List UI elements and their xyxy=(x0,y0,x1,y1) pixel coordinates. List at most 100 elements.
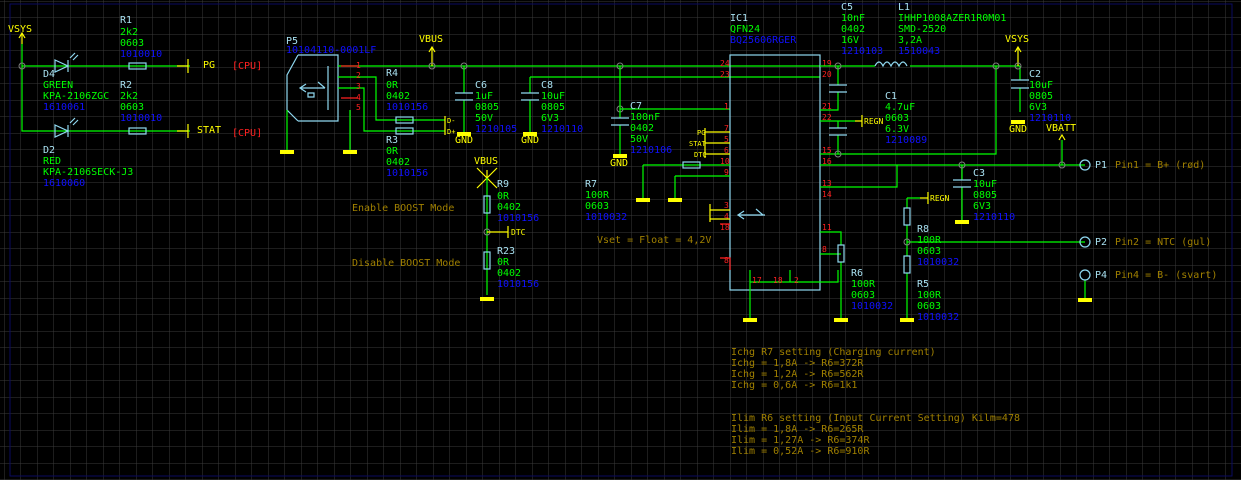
svg-text:C6: C6 xyxy=(475,80,487,91)
note-ichg: Ichg R7 setting (Charging current) Ichg =… xyxy=(731,347,936,391)
svg-text:10nF: 10nF xyxy=(841,13,865,24)
net-label-regn: REGN xyxy=(864,117,883,126)
svg-text:6.3V: 6.3V xyxy=(885,124,909,135)
svg-text:0603: 0603 xyxy=(851,290,875,301)
svg-text:R4: R4 xyxy=(386,68,398,79)
svg-text:0R: 0R xyxy=(497,257,510,268)
net-label-stat-ic: STAT xyxy=(689,140,707,148)
svg-text:8: 8 xyxy=(724,256,729,265)
svg-text:0603: 0603 xyxy=(885,113,909,124)
capacitor-c8-icon[interactable] xyxy=(521,76,820,136)
resistor-r7-icon[interactable] xyxy=(682,161,701,169)
usb-icon xyxy=(736,208,765,220)
sheet-border xyxy=(9,3,1233,477)
svg-text:18: 18 xyxy=(720,223,730,232)
resistor-r9-icon[interactable] xyxy=(483,195,491,214)
svg-text:0402: 0402 xyxy=(841,24,865,35)
usb-connector-p5[interactable] xyxy=(280,54,820,154)
svg-text:15: 15 xyxy=(822,146,832,155)
svg-text:10uF: 10uF xyxy=(541,91,565,102)
svg-text:17: 17 xyxy=(752,276,762,285)
svg-text:R2: R2 xyxy=(120,80,132,91)
svg-text:1010010: 1010010 xyxy=(120,113,162,124)
svg-text:Ichg R7 setting (Charging curr: Ichg R7 setting (Charging current) xyxy=(731,347,936,358)
svg-text:R1: R1 xyxy=(120,15,132,26)
svg-text:1610060: 1610060 xyxy=(43,178,85,189)
svg-text:21: 21 xyxy=(822,102,832,111)
svg-text:23: 23 xyxy=(720,70,730,79)
svg-text:0805: 0805 xyxy=(1029,91,1053,102)
svg-text:100R: 100R xyxy=(917,235,942,246)
net-label-cpu: [CPU] xyxy=(232,128,262,139)
svg-text:5: 5 xyxy=(356,103,361,112)
resistor-r1-icon[interactable] xyxy=(128,62,147,70)
svg-text:1uF: 1uF xyxy=(475,91,493,102)
port-p1-terminal-icon[interactable] xyxy=(1079,159,1091,171)
svg-text:1010010: 1010010 xyxy=(120,49,162,60)
resistor-r4-icon[interactable] xyxy=(395,116,414,124)
svg-text:100R: 100R xyxy=(851,279,876,290)
svg-text:0402: 0402 xyxy=(630,123,654,134)
svg-text:9: 9 xyxy=(724,168,729,177)
svg-text:5: 5 xyxy=(724,135,729,144)
resistor-r6-icon[interactable] xyxy=(837,244,845,263)
resistor-r8-icon[interactable] xyxy=(903,207,911,226)
svg-text:1610061: 1610061 xyxy=(43,102,85,113)
capacitor-c7-icon[interactable] xyxy=(611,66,730,158)
note-ilim: Ilim R6 setting (Input Current Setting) … xyxy=(731,413,1020,457)
svg-text:1010032: 1010032 xyxy=(917,257,959,268)
svg-text:1210106: 1210106 xyxy=(630,145,672,156)
svg-text:0402: 0402 xyxy=(497,268,521,279)
net-label-vbatt: VBATT xyxy=(1046,123,1076,134)
capacitor-c6-icon[interactable] xyxy=(455,66,473,136)
resistor-r3-icon[interactable] xyxy=(395,127,414,135)
svg-text:Ichg = 0,6A -> R6=1k1: Ichg = 0,6A -> R6=1k1 xyxy=(731,380,857,391)
svg-text:1010156: 1010156 xyxy=(497,279,539,290)
svg-text:Ilim R6 setting (Input Current: Ilim R6 setting (Input Current Setting) … xyxy=(731,413,1020,424)
svg-text:Ilim = 0,52A -> R6=910R: Ilim = 0,52A -> R6=910R xyxy=(731,446,870,457)
svg-text:L1: L1 xyxy=(898,2,910,13)
svg-text:SMD-2520: SMD-2520 xyxy=(898,24,946,35)
net-label-stat: STAT xyxy=(197,125,221,136)
label-p5-pn: 10104110-0001LF xyxy=(286,45,376,56)
svg-text:0805: 0805 xyxy=(973,190,997,201)
ic1-body[interactable] xyxy=(729,54,821,291)
svg-text:2: 2 xyxy=(794,276,799,285)
svg-text:GREEN: GREEN xyxy=(43,80,73,91)
led-d2-icon[interactable] xyxy=(54,117,79,138)
svg-text:C3: C3 xyxy=(973,168,985,179)
note-vset: Vset = Float = 4,2V xyxy=(597,235,711,246)
svg-text:50V: 50V xyxy=(630,134,648,145)
svg-text:2: 2 xyxy=(356,71,361,80)
port-p4-terminal-icon[interactable] xyxy=(1079,269,1091,281)
svg-text:0805: 0805 xyxy=(475,102,499,113)
note-disable-boost: Disable BOOST Mode xyxy=(352,258,460,269)
svg-text:11: 11 xyxy=(822,223,832,232)
svg-text:Pin1 = B+ (rød): Pin1 = B+ (rød) xyxy=(1115,160,1205,171)
svg-text:0603: 0603 xyxy=(120,38,144,49)
resistor-r5-icon[interactable] xyxy=(903,255,911,274)
svg-text:2k2: 2k2 xyxy=(120,91,138,102)
svg-text:R6: R6 xyxy=(851,268,863,279)
led-d4-icon[interactable] xyxy=(54,52,79,73)
svg-text:D4: D4 xyxy=(43,69,55,80)
resistor-r23-icon[interactable] xyxy=(483,251,491,270)
svg-text:0603: 0603 xyxy=(120,102,144,113)
resistor-r2-icon[interactable] xyxy=(128,127,147,135)
port-p2-terminal-icon[interactable] xyxy=(1079,236,1091,248)
net-label-vbus-boost: VBUS xyxy=(474,156,498,167)
